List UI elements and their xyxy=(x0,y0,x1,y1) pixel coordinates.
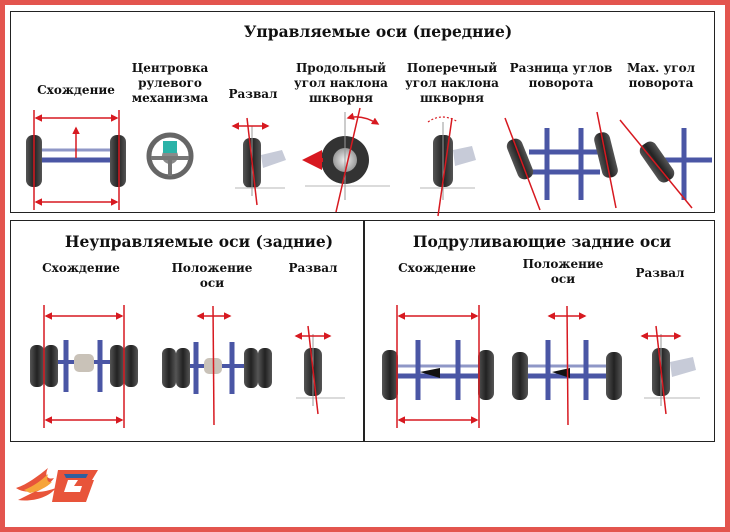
rear-toe-illustration xyxy=(30,305,138,428)
steer-camber-illustration xyxy=(640,325,700,415)
front-caster-illustration xyxy=(302,107,390,213)
rear-thrust-label: Положение оси xyxy=(171,261,253,290)
front-camber-illustration xyxy=(231,117,286,206)
front-kpi-label: Поперечный угол наклона шкворня xyxy=(405,61,499,105)
front-toe-label: Схождение xyxy=(37,83,115,97)
front-kpi-illustration xyxy=(420,116,476,217)
steer-thrust-label: Положение оси xyxy=(522,257,604,286)
front-toe-out-label: Разница углов поворота xyxy=(509,61,613,90)
rear-camber-illustration xyxy=(294,325,345,415)
front-toe-out-illustration xyxy=(504,111,618,211)
front-toe-illustration xyxy=(26,110,126,210)
steer-toe-label: Схождение xyxy=(398,261,476,275)
front-camber-label: Развал xyxy=(228,87,278,101)
flame-g-logo-icon xyxy=(16,468,98,502)
front-caster-label: Продольный угол наклона шкворня xyxy=(294,61,388,105)
front-centering-label: Центровка рулевого механизма xyxy=(131,61,209,105)
rear-toe-label: Схождение xyxy=(42,261,120,275)
rear-camber-label: Развал xyxy=(288,261,338,275)
rear-axles-panel xyxy=(10,220,364,442)
front-axles-title: Управляемые оси (передние) xyxy=(243,22,513,41)
steer-camber-label: Развал xyxy=(635,266,685,280)
steering-rear-title: Подруливающие задние оси xyxy=(412,232,672,251)
rear-thrust-illustration xyxy=(162,305,272,426)
steer-thrust-illustration xyxy=(512,305,622,426)
steer-toe-illustration xyxy=(382,305,494,428)
rear-axles-title: Неуправляемые оси (задние) xyxy=(64,232,334,251)
front-max-angle-label: Max. угол поворота xyxy=(626,61,696,90)
front-max-angle-illustration xyxy=(619,119,712,209)
steering-wheel-icon xyxy=(146,132,194,180)
